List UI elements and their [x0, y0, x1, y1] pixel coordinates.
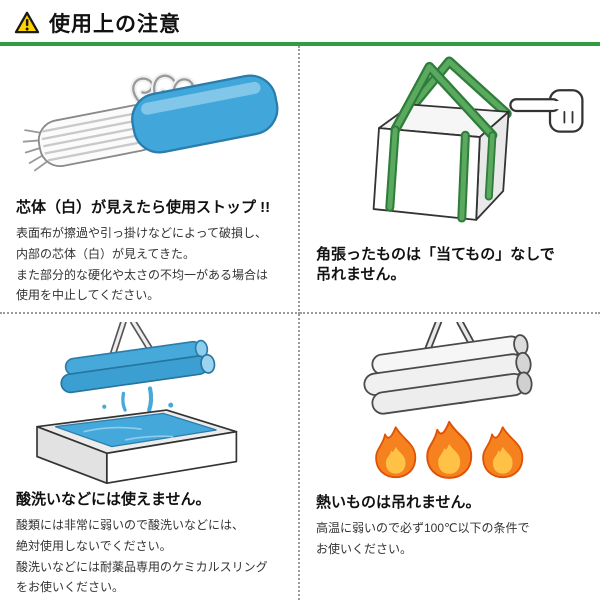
- lifted-bag-illustration: [316, 54, 586, 239]
- panel-angular-loads: 角張ったものは「当てもの」なしで 吊れません。: [300, 46, 600, 314]
- body-line: 絶対使用しないでください。: [16, 538, 172, 553]
- panel-heading: 角張ったものは「当てもの」なしで 吊れません。: [316, 245, 586, 286]
- heading-line: 吊れません。: [316, 266, 406, 284]
- body-line: 表面布が擦過や引っ掛けなどによって破損し、: [16, 226, 268, 241]
- flame-icon: [482, 426, 524, 479]
- acid-bath-illustration: [16, 318, 284, 485]
- panel-heading: 芯体（白）が見えたら使用ストップ !!: [16, 199, 271, 216]
- panel-heading: 熱いものは吊れません。: [316, 494, 481, 511]
- panel-no-hot-loads: 熱いものは吊れません。 高温に弱いので必ず100℃以下の条件で お使いください。: [300, 314, 600, 600]
- caution-grid: 芯体（白）が見えたら使用ストップ !! 表面布が擦過や引っ掛けなどによって破損し…: [0, 46, 600, 600]
- body-line: 酸類には非常に弱いので酸洗いなどには、: [16, 518, 245, 533]
- body-line: 内部の芯体（白）が見えてきた。: [16, 246, 196, 261]
- worn-sling-illustration: [16, 54, 284, 192]
- logs-over-fire-illustration: [316, 318, 586, 487]
- body-line: 酸洗いなどには耐薬品専用のケミカルスリング: [16, 559, 268, 574]
- flame-icon: [426, 420, 473, 479]
- panel-body: 高温に弱いので必ず100℃以下の条件で お使いください。: [316, 518, 586, 559]
- body-line: をお使いください。: [16, 580, 125, 595]
- page-title: 使用上の注意: [49, 12, 181, 36]
- heading-line: 角張ったものは「当てもの」なしで: [316, 246, 555, 263]
- body-line: また部分的な硬化や太さの不均一がある場合は: [16, 267, 269, 282]
- panel-no-acid: 酸洗いなどには使えません。 酸類には非常に弱いので酸洗いなどには、 絶対使用しな…: [0, 314, 300, 600]
- flame-icon: [375, 426, 417, 479]
- body-line: 高温に弱いので必ず100℃以下の条件で: [316, 521, 530, 536]
- pointing-hand-icon: [509, 89, 584, 133]
- panel-core-exposed: 芯体（白）が見えたら使用ストップ !! 表面布が擦過や引っ掛けなどによって破損し…: [0, 46, 300, 314]
- panel-heading: 酸洗いなどには使えません。: [16, 491, 211, 508]
- header: 使用上の注意: [0, 0, 600, 46]
- body-line: 使用を中止してください。: [16, 288, 160, 303]
- panel-body: 表面布が擦過や引っ掛けなどによって破損し、 内部の芯体（白）が見えてきた。 また…: [16, 223, 284, 306]
- panel-body: 酸類には非常に弱いので酸洗いなどには、 絶対使用しないでください。 酸洗いなどに…: [16, 515, 284, 598]
- warning-icon: [14, 11, 40, 34]
- body-line: お使いください。: [316, 541, 413, 556]
